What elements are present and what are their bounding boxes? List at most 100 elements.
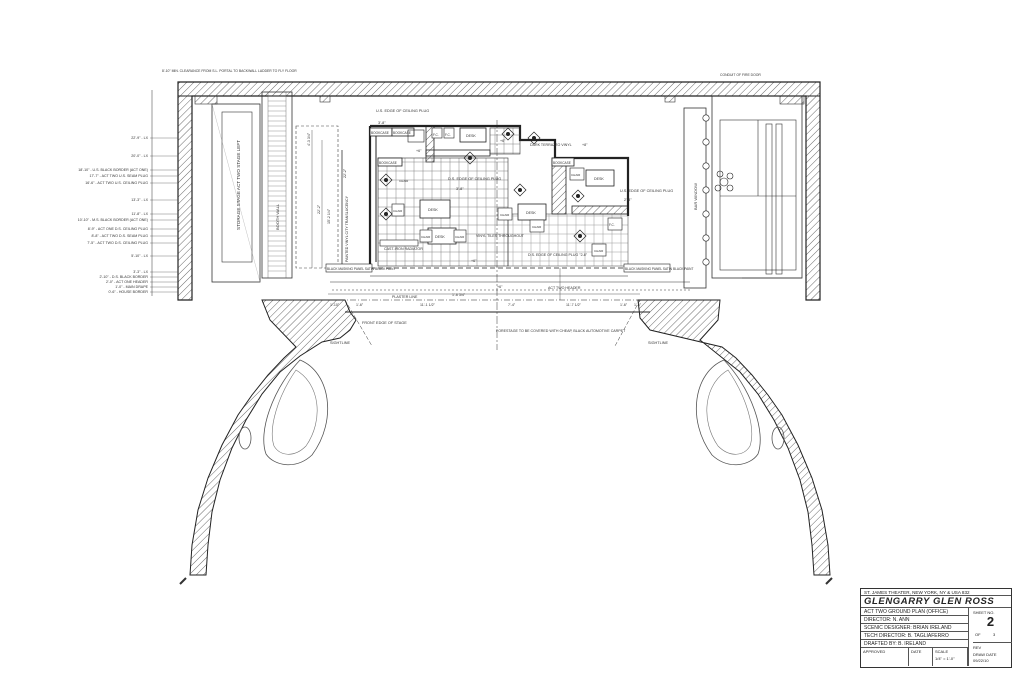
fixture-marker [379,207,393,221]
dim-v2: 22'-2" [317,204,321,214]
elev-5: +6" [497,285,503,289]
desk-label-1: DESK [428,208,438,212]
lineset-label: 8'-8" - ACT TWO D.S. SEAM PLUG [91,234,148,238]
dim-2: 1'-6" [356,303,364,307]
bar-stool [702,162,710,170]
lineset-label: 2'-0" - ACT ONE HEADER [106,280,148,284]
fc-label-1: F.C. [433,133,439,137]
us-edge-right-label: U.S. EDGE OF CEILING PLUG [620,189,673,193]
booth-wall-label: BOOTH WALL [275,203,280,230]
tech-director-line: TECH DIRECTOR: B. TAGLIAFERRO [861,632,968,640]
approved-label: APPROVED [863,649,886,654]
dim-7: 1'-6" [634,303,642,307]
title-block: ST. JAMES THEATER, NEW YORK, NY & USA 83… [860,588,1012,668]
bar-stools [702,114,710,266]
us-edge-right-dim: 2'-8" [624,198,632,202]
office-set [368,124,630,277]
theater-wall [177,81,821,301]
bar-stool [702,210,710,218]
top-note-mid: LADDER TO FLY FLOOR [258,69,297,73]
forestage-label: FORESTAGE TO BE COVERED WITH CHEAP, BLAC… [496,329,626,333]
lineset-label: 17'-7" - ACT TWO U.S. SEAM PLUG [89,174,148,178]
proscenium-right [637,299,831,576]
masking-left-label: BLACK MASKING PANEL SATIN BLACK PAINT [327,267,395,271]
table-cluster [714,170,734,192]
bookcase-label-2: BOOKCASE [393,131,411,135]
elev-2: +6" [416,149,422,153]
chair-label-1: CHAIR [393,209,403,213]
total-sheets: 3 [993,632,996,637]
bar-stool [702,186,710,194]
lineset-label: 1'-0" - MAIN DRAPE [115,285,148,289]
show-title: GLENGARRY GLEN ROSS [861,596,1011,608]
dim-5: 11'-7 1/2" [566,303,582,307]
lineset-label: 18'-10" - U.S. BLACK BORDER (ACT ONE) [78,168,148,172]
top-note-left: 8'-10" MIN. CLEARANCE FROM S.L. PORTAL T… [162,69,257,73]
box-seat-right-inner [706,369,753,455]
scale-label: SCALE [935,649,949,654]
front-edge-label: FRONT EDGE OF STAGE [362,321,407,325]
fixture-marker [463,151,477,165]
booth-wall-slats [268,95,286,272]
bar-stool [702,114,710,122]
sightline-line-left [344,299,373,347]
top-note-right: CONDUIT OF FIRE DOOR [720,73,761,77]
rev-label: REV [973,642,1012,650]
ds-edge-plug-label: D.S. EDGE OF CEILING PLUG [448,177,501,181]
chair-label-4: CHAIR [500,213,510,217]
scale-cell: SCALE 1/4" = 1'-0" [933,648,968,666]
us-edge-plug-label: U.S. EDGE OF CEILING PLUG [376,109,429,113]
us-edge-plug-dim: 3'-8" [378,121,386,125]
elev-3: +8" [582,143,588,147]
lineset-label: 5'-10" - LX [131,254,148,258]
bar-window-label: BAR WINDOW [693,183,698,210]
booth-wall [261,91,293,279]
fixture-marker [513,183,527,197]
date-label: DATE [911,649,922,654]
of-label: OF [975,632,981,637]
dim-4: 7'-4" [508,303,516,307]
dark-terrazzo-label: DARK TERRAZZO VINYL [530,143,572,147]
column-left [238,426,252,450]
balcony-edge-right [825,577,833,585]
chair-label-2: CHAIR [421,235,431,239]
dim-v1: 4'-3 3/4" [307,132,311,146]
bookcase-label-1: BOOKCASE [371,131,389,135]
fixture-marker [571,189,585,203]
lineset-label: 16'-6" - ACT TWO U.S. CEILING PLUG [85,181,148,185]
lineset-label: 7'-5" - ACT TWO D.S. CEILING PLUG [87,241,148,245]
lineset-labels: 22'-9" - LX 20'-0" - LX 18'-10" - U.S. BLA… [78,136,149,294]
fixture-marker [573,229,587,243]
fixture-marker [379,173,393,187]
lineset-label: 10'-10" - M.S. BLACK BORDER (ACT ONE) [78,218,148,222]
desk-label-4: DESK [526,211,536,215]
box-seat-left [263,359,329,466]
lineset-label: 2'-10" - D.S. BLACK BORDER [100,275,149,279]
storage-area [211,103,261,283]
chair-label-7: CHAIR [594,249,604,253]
ds-edge-plug-bottom: D.S. EDGE OF CEILING PLUG "2-8" [528,253,588,257]
sightline-left-label: SIGHTLINE [330,341,351,345]
sheet-number: 2 [986,614,995,629]
lineset-label: 22'-9" - LX [131,136,148,140]
lineset-label: 8'-9" - ACT ONE D.S. CEILING PLUG [88,227,148,231]
dim-1: 1'-10" [330,303,340,307]
dim-3: 11'-1 1/2" [420,303,436,307]
lineset-label: 20'-0" - LX [131,154,148,158]
dim-v3: 15'-2 1/4" [327,208,331,224]
director-line: DIRECTOR: N. ANN [861,616,968,624]
desk-label-3: DESK [435,235,445,239]
box-seat-right [695,359,761,466]
bar-stool [702,258,710,266]
drafted-by-line: DRAFTED BY: B. IRELAND [861,640,968,648]
lighting-fixtures [379,127,587,243]
elev-1: +6" [500,139,506,143]
date-cell: DATE [909,648,933,666]
right-wing [683,95,803,289]
fixture-marker [527,131,541,145]
fc-label-3: F.C. [609,223,615,227]
approved-cell: APPROVED [861,648,909,666]
sightline-line-right [614,299,641,347]
chair-label-3: CHAIR [455,235,465,239]
